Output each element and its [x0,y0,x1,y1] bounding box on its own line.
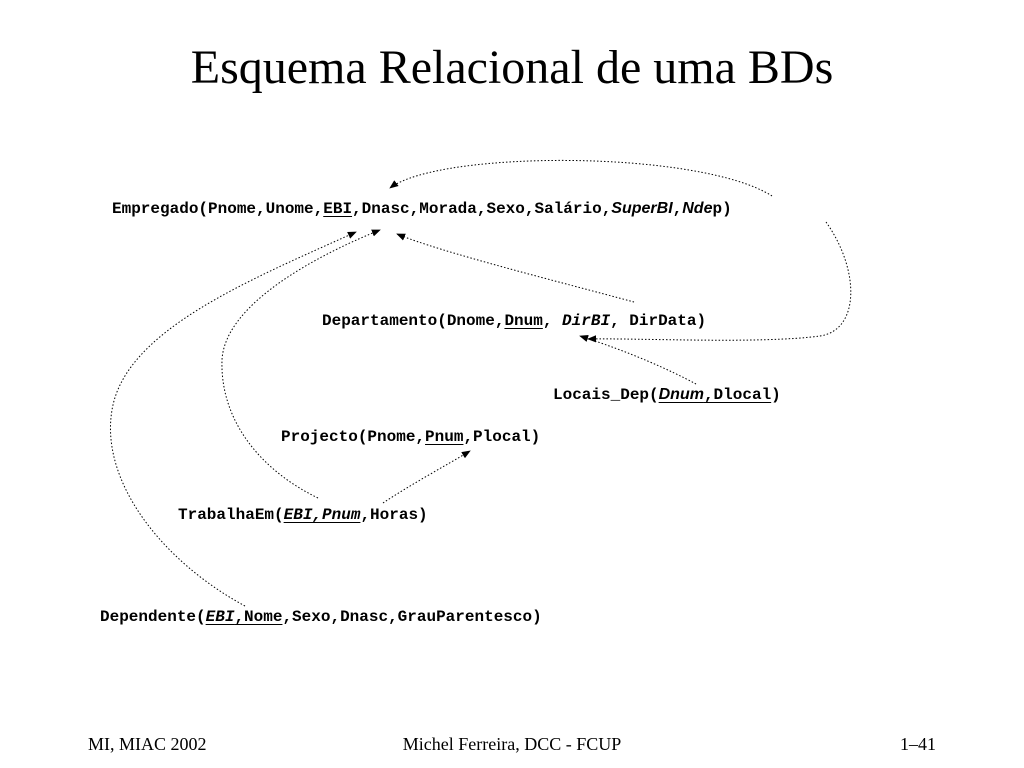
relation-name: Dependente( [100,608,206,626]
primary-key-pnum: Pnum [425,428,464,446]
foreign-key-superbi: SuperBI [611,200,673,217]
primary-foreign-key-dnum: Dnum [658,386,704,403]
relation-name: Projecto( [281,428,368,446]
relation-empregado: Empregado(Pnome,Unome,EBI,Dnasc,Morada,S… [112,199,732,219]
primary-foreign-key-ebi-pnum: EBI,Pnum [283,506,361,524]
separator: , [542,312,563,330]
arrow-trabalha-pnum-to-pnum [382,450,471,504]
relation-name: Locais_Dep( [553,386,659,404]
foreign-key-ndep: Nde [682,200,713,217]
relation-departamento: Departamento(Dnome,Dnum, DirBI, DirData) [322,311,706,331]
attribute-list: Pnome, [367,428,426,446]
primary-key-ebi: EBI [323,200,353,218]
attribute-list: Pnome,Unome, [208,200,324,218]
primary-foreign-key-ebi: EBI [205,608,235,626]
attribute-list: ,Plocal) [463,428,541,446]
attribute-list: ,Horas) [360,506,428,524]
separator: , [672,200,683,218]
relation-projecto: Projecto(Pnome,Pnum,Plocal) [281,427,540,447]
attribute-list: , DirData) [610,312,707,330]
relation-trabalha-em: TrabalhaEm(EBI,Pnum,Horas) [178,505,428,525]
attribute-list: ,Sexo,Dnasc,GrauParentesco) [282,608,542,626]
arrow-superbi-to-ebi [389,159,773,197]
relation-name: TrabalhaEm( [178,506,284,524]
footer-left: MI, MIAC 2002 [88,734,207,754]
arrow-dependente-ebi-to-ebi [110,231,357,607]
arrow-locais-dnum-to-dnum [579,335,697,385]
footer-center: Michel Ferreira, DCC - FCUP [402,734,622,754]
primary-key-nome: ,Nome [234,608,283,626]
primary-key-dnum: Dnum [504,312,543,330]
attribute-list: ,Dnasc,Morada,Sexo,Salário, [352,200,612,218]
attribute-tail: p) [712,200,732,218]
slide-title: Esquema Relacional de uma BDs [190,41,834,94]
arrow-trabalha-ebi-to-ebi [221,229,381,499]
relation-dependente: Dependente(EBI,Nome,Sexo,Dnasc,GrauParen… [100,607,542,627]
relation-name: Departamento( [322,312,447,330]
attribute-list: Dnome, [446,312,505,330]
attribute-tail: ) [771,386,781,404]
arrow-dirbi-to-ebi [396,233,635,303]
relation-name: Empregado( [112,200,209,218]
arrow-ndep-to-dnum [587,221,852,343]
foreign-key-dirbi: DirBI [562,312,611,330]
relation-locais-dep: Locais_Dep(Dnum,Dlocal) [553,385,781,405]
primary-key-dlocal: ,Dlocal [703,386,772,404]
footer-page-number: 1–41 [900,734,936,754]
